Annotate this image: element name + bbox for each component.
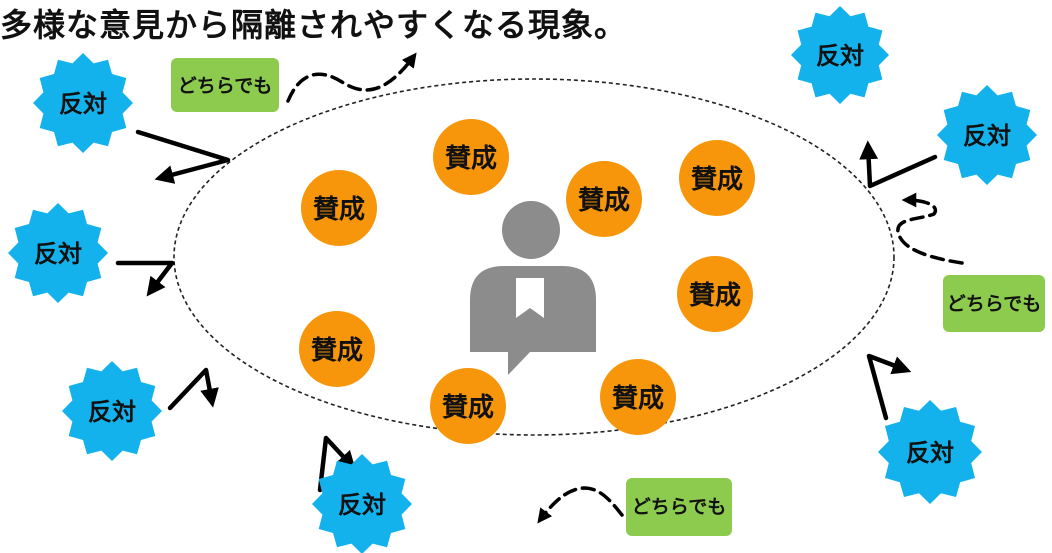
favor-label: 賛成: [313, 195, 365, 225]
oppose-node: 反対: [791, 6, 889, 104]
oppose-nodes: 反対 反対 反対 反対 反対 反対 反対: [8, 6, 1037, 553]
oppose-label: 反対: [906, 439, 954, 467]
either-label: どちらでも: [178, 75, 272, 97]
either-label: どちらでも: [632, 496, 726, 518]
oppose-label: 反対: [88, 398, 136, 426]
oppose-label: 反対: [963, 122, 1011, 150]
favor-label: 賛成: [689, 281, 741, 311]
favor-node: 賛成: [301, 170, 377, 246]
favor-label: 賛成: [691, 165, 743, 195]
oppose-node: 反対: [8, 203, 108, 303]
favor-label: 賛成: [442, 393, 494, 423]
bubble-boundary: [173, 78, 895, 436]
arrow-left: [115, 260, 175, 297]
favor-label: 賛成: [445, 144, 497, 174]
either-node: どちらでも: [943, 275, 1045, 332]
favor-node: 賛成: [600, 359, 676, 435]
oppose-node: 反対: [312, 454, 412, 553]
favor-label: 賛成: [612, 384, 664, 414]
oppose-node: 反対: [878, 400, 982, 504]
oppose-node: 反対: [62, 361, 162, 461]
oppose-label: 反対: [338, 491, 386, 519]
oppose-label: 反対: [59, 90, 107, 118]
heading: 多様な意見から隔離されやすくなる現象。: [0, 6, 628, 44]
dashed-arrow-right: [896, 192, 964, 265]
either-node: どちらでも: [626, 478, 732, 536]
arrow-lower-right: [866, 353, 912, 421]
dashed-arrow-bottom: [537, 486, 624, 524]
favor-label: 賛成: [311, 336, 363, 366]
arrow-top-left: [135, 129, 231, 184]
favor-label: 賛成: [578, 186, 630, 216]
oppose-label: 反対: [34, 240, 82, 268]
favor-node: 賛成: [679, 140, 755, 216]
favor-node: 賛成: [433, 119, 509, 195]
dashed-arrow-top: [286, 52, 417, 103]
favor-node: 賛成: [430, 368, 506, 444]
arrow-top-right: [859, 140, 938, 189]
favor-node: 賛成: [299, 311, 375, 387]
favor-node: 賛成: [677, 256, 753, 332]
oppose-node: 反対: [937, 85, 1037, 185]
arrow-bottom: [317, 435, 356, 493]
oppose-label: 反対: [816, 42, 864, 70]
favor-node: 賛成: [566, 161, 642, 237]
either-node: どちらでも: [171, 58, 279, 112]
arrows: [115, 52, 964, 524]
person-with-book-icon: [470, 201, 596, 375]
either-nodes: どちらでも どちらでも どちらでも: [171, 58, 1045, 536]
oppose-node: 反対: [33, 53, 133, 153]
either-label: どちらでも: [947, 293, 1041, 315]
favor-nodes: 賛成 賛成 賛成 賛成 賛成 賛成 賛成 賛成: [299, 119, 755, 444]
arrow-lower-left: [167, 367, 219, 411]
